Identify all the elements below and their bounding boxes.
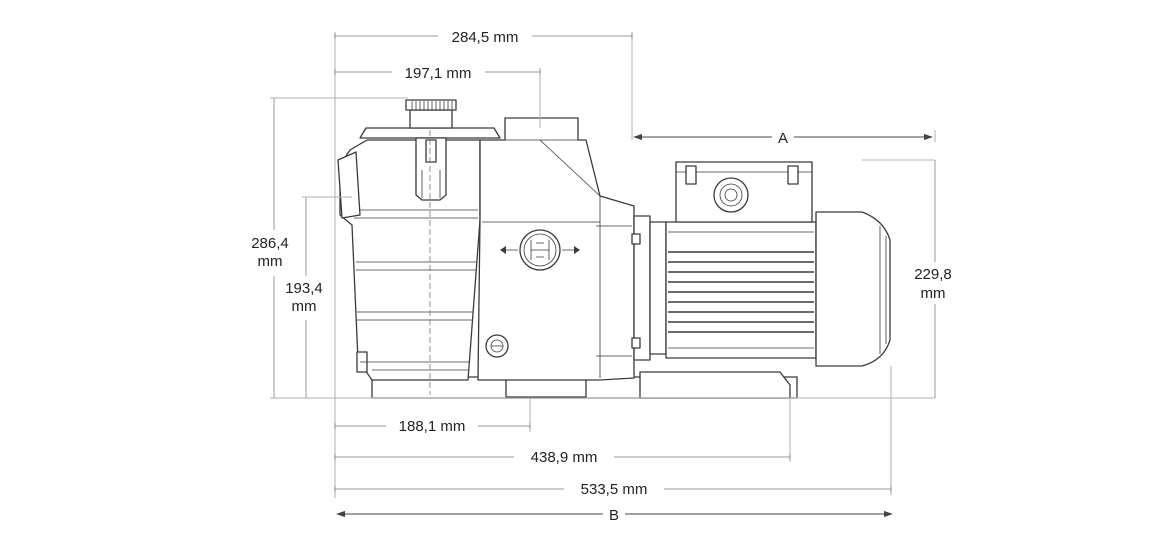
flange-screw-top (631, 233, 641, 245)
dim-right-height-unit: mm (921, 285, 946, 302)
dim-bottom-overall-label: B (609, 507, 619, 524)
extension-lines (270, 32, 936, 498)
dim-bottom-second: 438,9 mm (334, 449, 791, 466)
dim-left-inner-unit: mm (292, 298, 317, 315)
inlet-port (337, 151, 361, 219)
dim-top-inner-label: 197,1 mm (405, 65, 472, 82)
dim-top-overall-label: 284,5 mm (452, 29, 519, 46)
dim-bottom-third-label: 533,5 mm (581, 481, 648, 498)
dim-left-total-value: 286,4 (251, 235, 289, 252)
cable-gland (713, 177, 749, 213)
flange-screw-bottom (631, 337, 641, 349)
motor-foot (639, 371, 791, 399)
dim-bottom-first-label: 188,1 mm (399, 418, 466, 435)
lid-knob-top (405, 99, 457, 111)
terminal-screw-right (787, 165, 799, 185)
dim-motor-span-label: A (778, 130, 788, 147)
dim-right-height: 229,8 mm (914, 160, 952, 398)
terminal-screw-left (685, 165, 697, 185)
dim-left-total: 286,4 mm (251, 98, 289, 398)
lid-clamp-spring (425, 139, 437, 163)
dim-bottom-overall: B (336, 507, 893, 524)
lid-clamp (415, 137, 447, 201)
dim-left-total-unit: mm (258, 253, 283, 270)
brand-logo (500, 229, 580, 271)
dim-left-inner-value: 193,4 (285, 280, 323, 297)
dim-bottom-third: 533,5 mm (334, 481, 892, 498)
dim-bottom-second-label: 438,9 mm (531, 449, 598, 466)
dim-motor-span: A (633, 130, 933, 147)
motor-body (665, 221, 817, 359)
fan-cover (815, 211, 891, 367)
dim-top-overall: 284,5 mm (334, 29, 633, 46)
motor-adapter (649, 221, 667, 355)
motor-cooling-fins (668, 251, 814, 333)
dim-top-inner: 197,1 mm (334, 65, 541, 82)
dim-right-height-value: 229,8 (914, 266, 952, 283)
dim-left-inner: 193,4 mm (285, 197, 323, 398)
strainer-housing (339, 139, 481, 381)
dim-bottom-first: 188,1 mm (334, 418, 531, 435)
lid-knob (409, 109, 453, 129)
pump-illustration (337, 99, 891, 399)
